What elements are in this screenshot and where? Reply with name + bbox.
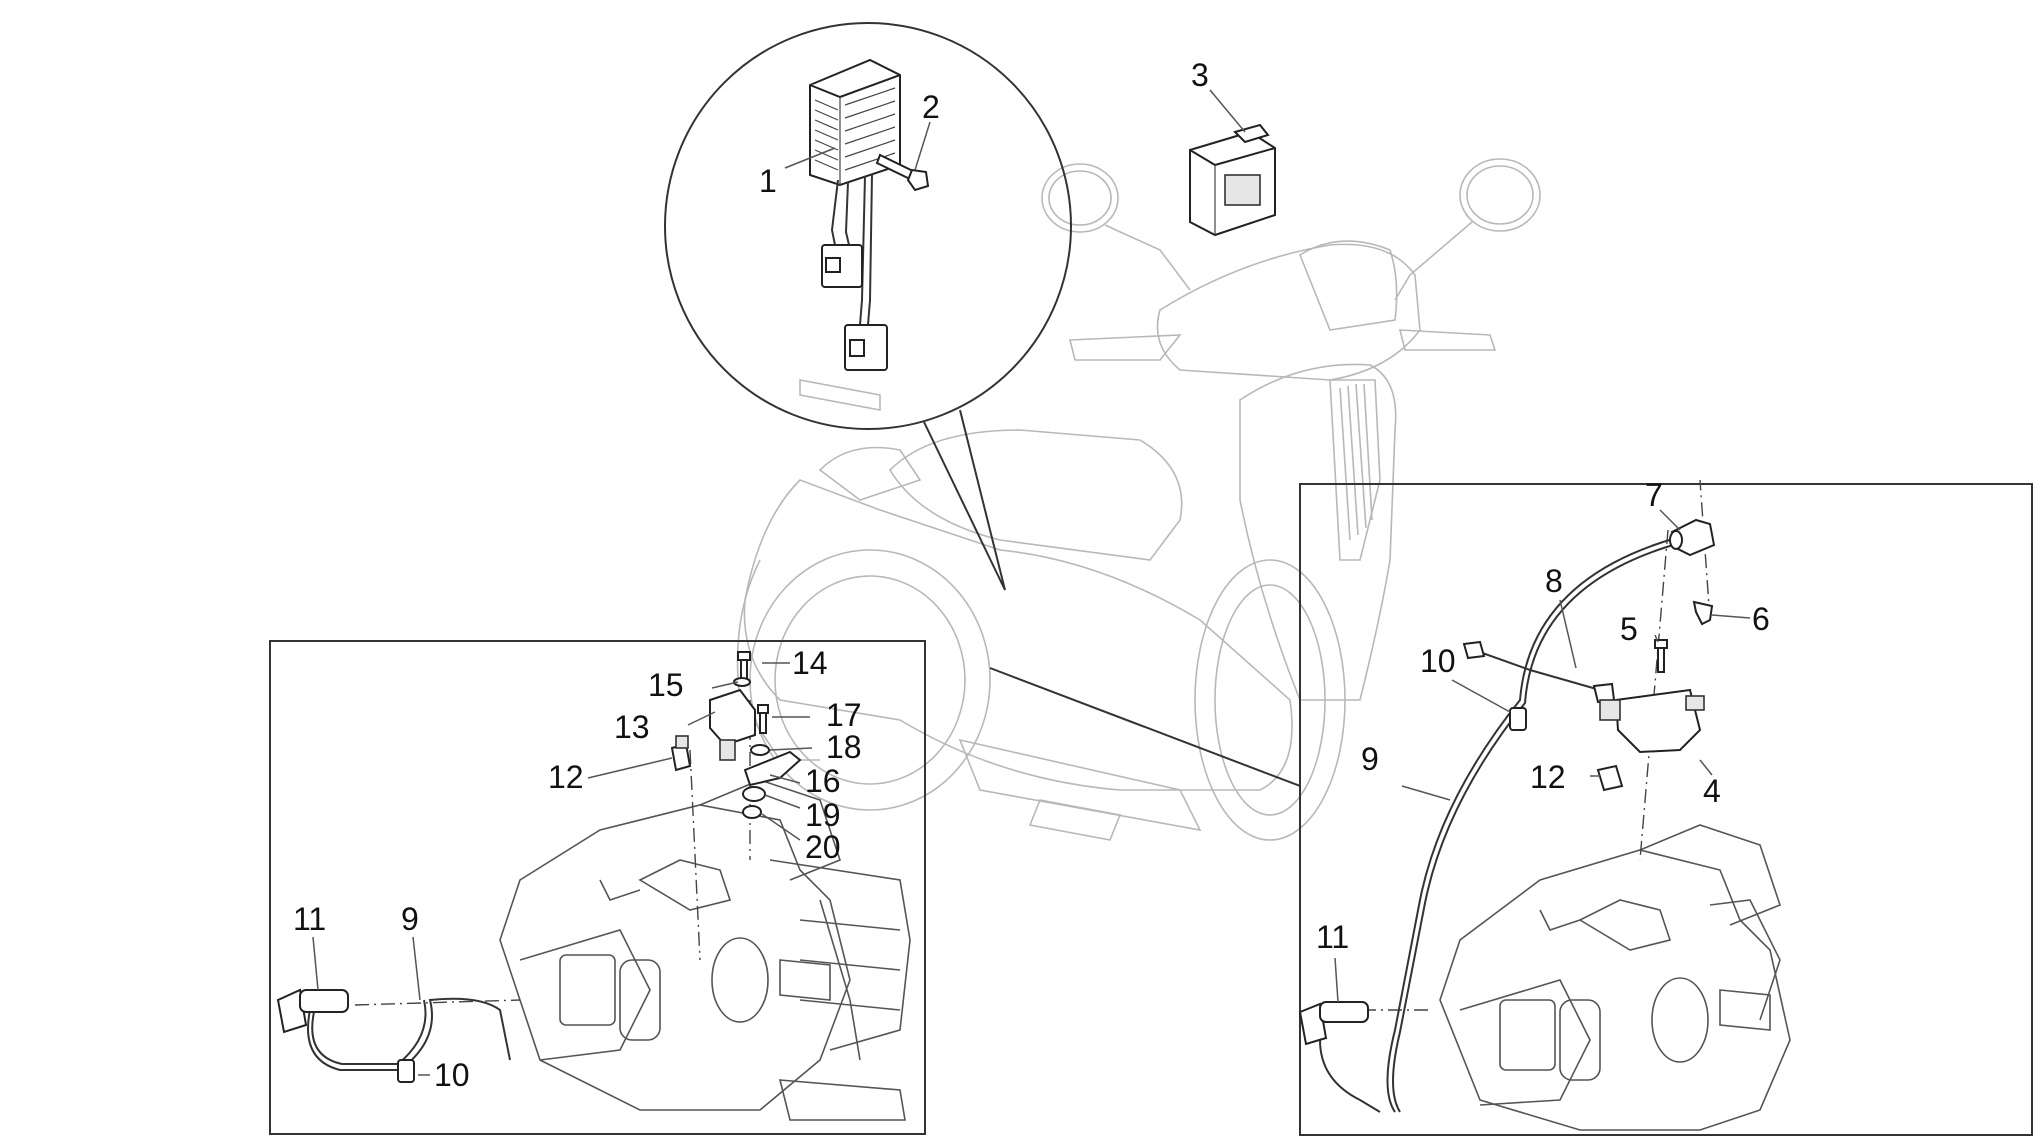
label-part-7: 7 bbox=[1645, 477, 1663, 513]
label-part-11-left: 11 bbox=[293, 901, 326, 937]
nut-19 bbox=[742, 786, 766, 802]
sensor-12-right bbox=[1596, 764, 1624, 792]
label-part-10-left: 10 bbox=[434, 1057, 470, 1093]
label-part-12: 12 bbox=[548, 759, 584, 795]
sensor-13 bbox=[709, 688, 756, 761]
part-labels: 1 2 3 14 15 13 17 18 12 16 19 20 11 9 10… bbox=[293, 57, 1770, 1093]
engine-right bbox=[1439, 824, 1791, 1131]
grille-stripes bbox=[1339, 383, 1373, 541]
right-detail-box bbox=[989, 479, 2033, 1136]
label-part-19: 19 bbox=[805, 797, 841, 833]
label-part-4: 4 bbox=[1703, 773, 1721, 809]
washer-15 bbox=[733, 677, 751, 687]
ignition-coil-4 bbox=[1599, 688, 1705, 754]
connector-11-left bbox=[276, 988, 349, 1034]
scooter-outline bbox=[736, 158, 1541, 841]
label-part-9-right: 9 bbox=[1361, 741, 1379, 777]
grommet-20 bbox=[742, 805, 762, 819]
callout-regulator bbox=[664, 22, 1072, 591]
engine-left bbox=[499, 779, 911, 1121]
cap-7 bbox=[1669, 518, 1716, 557]
leader-3 bbox=[1209, 89, 1246, 133]
grommet-10-right bbox=[1509, 707, 1527, 731]
ecu-module bbox=[1189, 89, 1276, 237]
label-part-18: 18 bbox=[826, 729, 862, 765]
label-part-12-right: 12 bbox=[1530, 759, 1566, 795]
cable-9-right bbox=[1386, 537, 1677, 1113]
washer-18 bbox=[750, 744, 770, 756]
label-part-5: 5 bbox=[1620, 611, 1638, 647]
bracket-16 bbox=[743, 750, 802, 787]
screw-17 bbox=[757, 704, 769, 734]
voltage-regulator bbox=[809, 58, 901, 371]
leader-2 bbox=[914, 121, 931, 171]
label-part-16: 16 bbox=[805, 763, 841, 799]
label-part-1: 1 bbox=[759, 163, 777, 199]
label-part-3: 3 bbox=[1191, 57, 1209, 93]
label-part-6: 6 bbox=[1752, 601, 1770, 637]
sensor-12 bbox=[670, 735, 692, 772]
label-part-14: 14 bbox=[792, 645, 828, 681]
left-detail-box bbox=[269, 640, 926, 1135]
screw-5 bbox=[1654, 639, 1668, 673]
axis-line-12 bbox=[689, 749, 701, 961]
label-part-8: 8 bbox=[1545, 563, 1563, 599]
label-part-20: 20 bbox=[805, 829, 841, 865]
label-part-10-right: 10 bbox=[1420, 643, 1456, 679]
label-part-13: 13 bbox=[614, 709, 650, 745]
label-part-15: 15 bbox=[648, 667, 684, 703]
grommet-10-left bbox=[397, 1059, 415, 1083]
connector-11-right bbox=[1298, 1001, 1369, 1046]
clip-6 bbox=[1692, 600, 1714, 626]
label-part-17: 17 bbox=[826, 697, 862, 733]
heatsink-fins bbox=[814, 87, 896, 171]
bolt-2 bbox=[875, 153, 930, 192]
wire-8 bbox=[1473, 649, 1601, 691]
axis-line-6 bbox=[1699, 479, 1711, 621]
label-part-11-right: 11 bbox=[1316, 919, 1349, 955]
leader-1 bbox=[784, 147, 836, 169]
axis-line-11 bbox=[354, 999, 521, 1006]
label-part-9-left: 9 bbox=[401, 901, 419, 937]
label-part-2: 2 bbox=[922, 89, 940, 125]
cable-9-left bbox=[307, 997, 511, 1071]
